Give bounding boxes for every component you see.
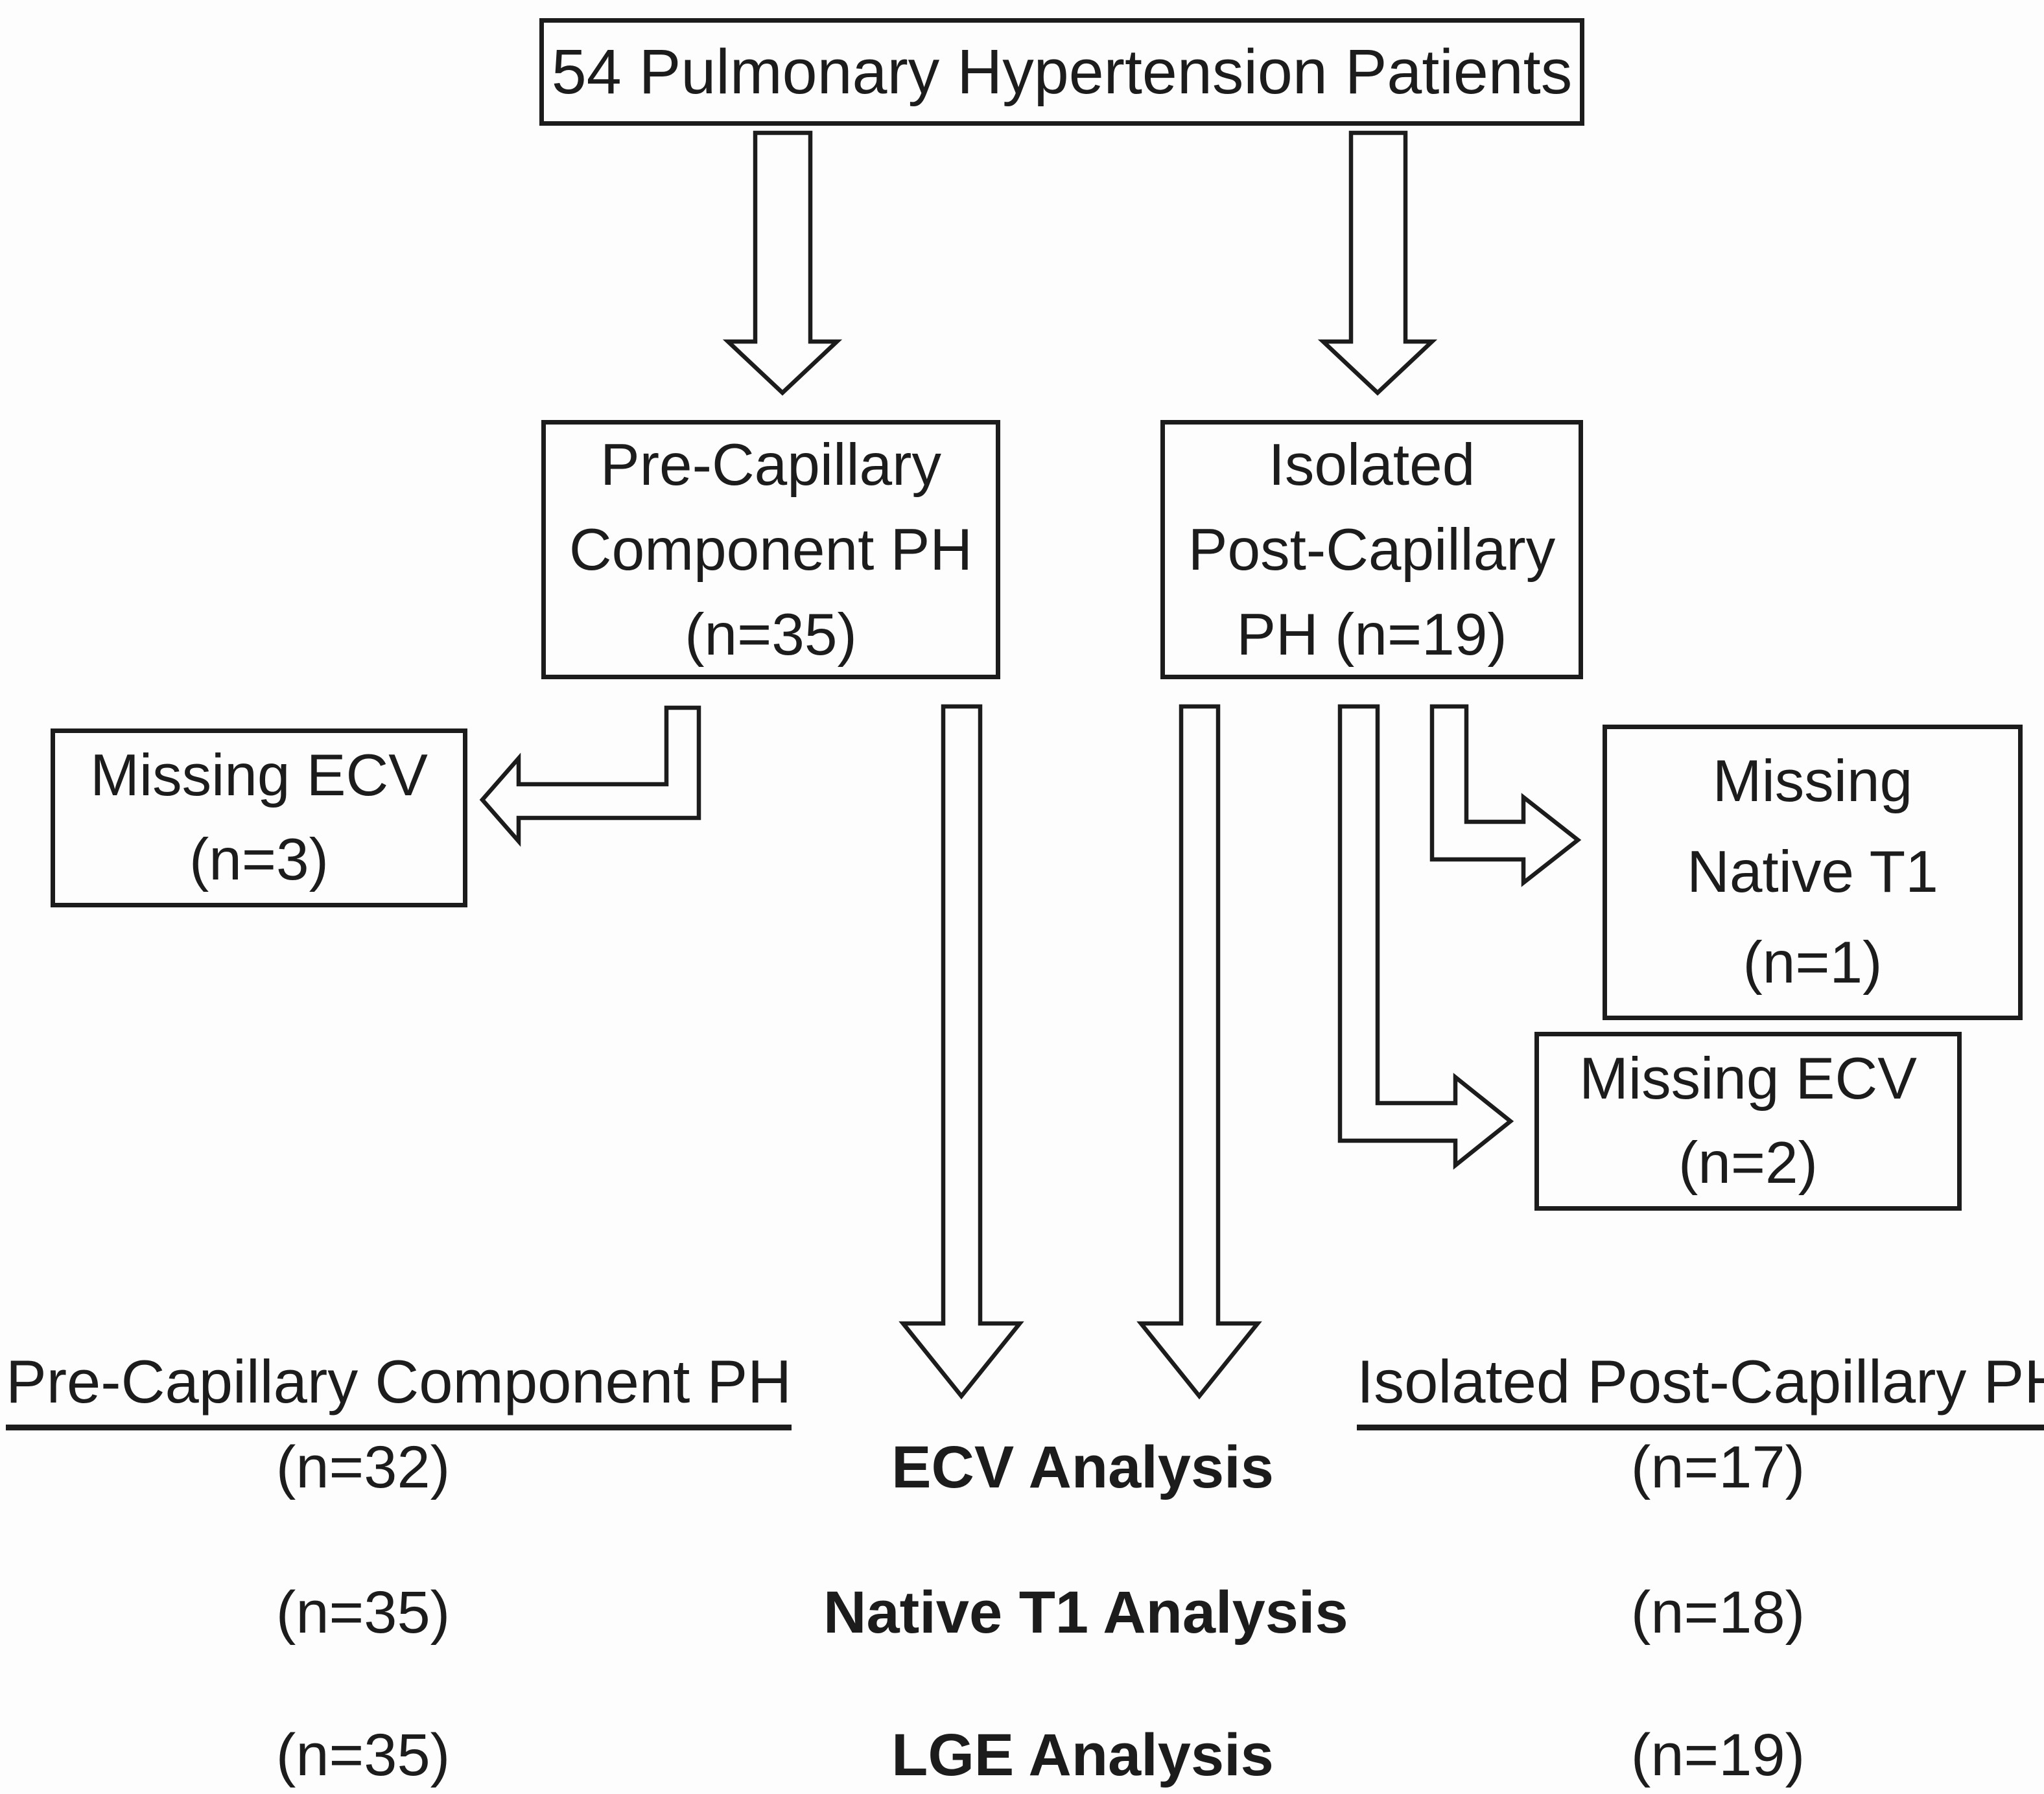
precap-native-t1-count: (n=35)	[276, 1579, 451, 1646]
lge-analysis-label: LGE Analysis	[891, 1722, 1274, 1788]
elbow-arrow-to-missing-native-t1-icon	[1429, 704, 1582, 887]
isolated-line: Isolated	[1268, 432, 1475, 498]
missing-ecv-pre-label: Missing ECV	[90, 743, 428, 808]
elbow-arrow-to-missing-ecv-pre-icon	[479, 705, 701, 847]
total-patients-box: 54 Pulmonary Hypertension Patients	[539, 18, 1584, 126]
isolated-line: Post-Capillary	[1188, 517, 1556, 583]
elbow-arrow-to-missing-ecv-post-icon	[1337, 704, 1514, 1170]
down-arrow-to-precapillary-icon	[722, 130, 843, 396]
isolated-native-t1-count: (n=18)	[1630, 1579, 1805, 1646]
isolated-ecv-count: (n=17)	[1630, 1434, 1805, 1500]
missing-native-t1-label: Missing	[1712, 749, 1913, 814]
pre-capillary-line: Pre-Capillary	[600, 432, 941, 498]
missing-ecv-post-count: (n=2)	[1678, 1130, 1818, 1196]
isolated-post-capillary-box: Isolated Post-Capillary PH (n=19)	[1160, 420, 1583, 679]
native-t1-analysis-label: Native T1 Analysis	[823, 1579, 1348, 1646]
long-arrow-precapillary-to-analysis-icon	[899, 704, 1024, 1400]
isolated-lge-count: (n=19)	[1630, 1722, 1805, 1788]
bottom-right-column-header-text: Isolated Post-Capillary PH	[1357, 1347, 2044, 1430]
pre-capillary-count: (n=35)	[685, 601, 857, 668]
missing-native-t1-box: Missing Native T1 (n=1)	[1603, 725, 2023, 1020]
long-arrow-isolated-to-analysis-icon	[1136, 704, 1262, 1400]
bottom-left-column-header: Pre-Capillary Component PH	[6, 1347, 792, 1430]
precap-ecv-count: (n=32)	[276, 1434, 451, 1500]
bottom-right-column-header: Isolated Post-Capillary PH	[1357, 1347, 2044, 1430]
isolated-count: PH (n=19)	[1236, 601, 1507, 668]
bottom-left-column-header-text: Pre-Capillary Component PH	[6, 1347, 792, 1430]
pre-capillary-line: Component PH	[569, 517, 973, 583]
missing-native-t1-label: Native T1	[1687, 839, 1938, 905]
missing-ecv-pre-box: Missing ECV (n=3)	[51, 728, 467, 907]
down-arrow-to-isolated-icon	[1317, 130, 1438, 396]
missing-ecv-pre-count: (n=3)	[189, 827, 329, 892]
missing-native-t1-count: (n=1)	[1743, 930, 1883, 996]
missing-ecv-post-box: Missing ECV (n=2)	[1534, 1032, 1962, 1211]
total-patients-label: 54 Pulmonary Hypertension Patients	[551, 36, 1573, 107]
pre-capillary-box: Pre-Capillary Component PH (n=35)	[541, 420, 1000, 679]
missing-ecv-post-label: Missing ECV	[1579, 1046, 1917, 1112]
ecv-analysis-label: ECV Analysis	[891, 1434, 1274, 1500]
precap-lge-count: (n=35)	[276, 1722, 451, 1788]
